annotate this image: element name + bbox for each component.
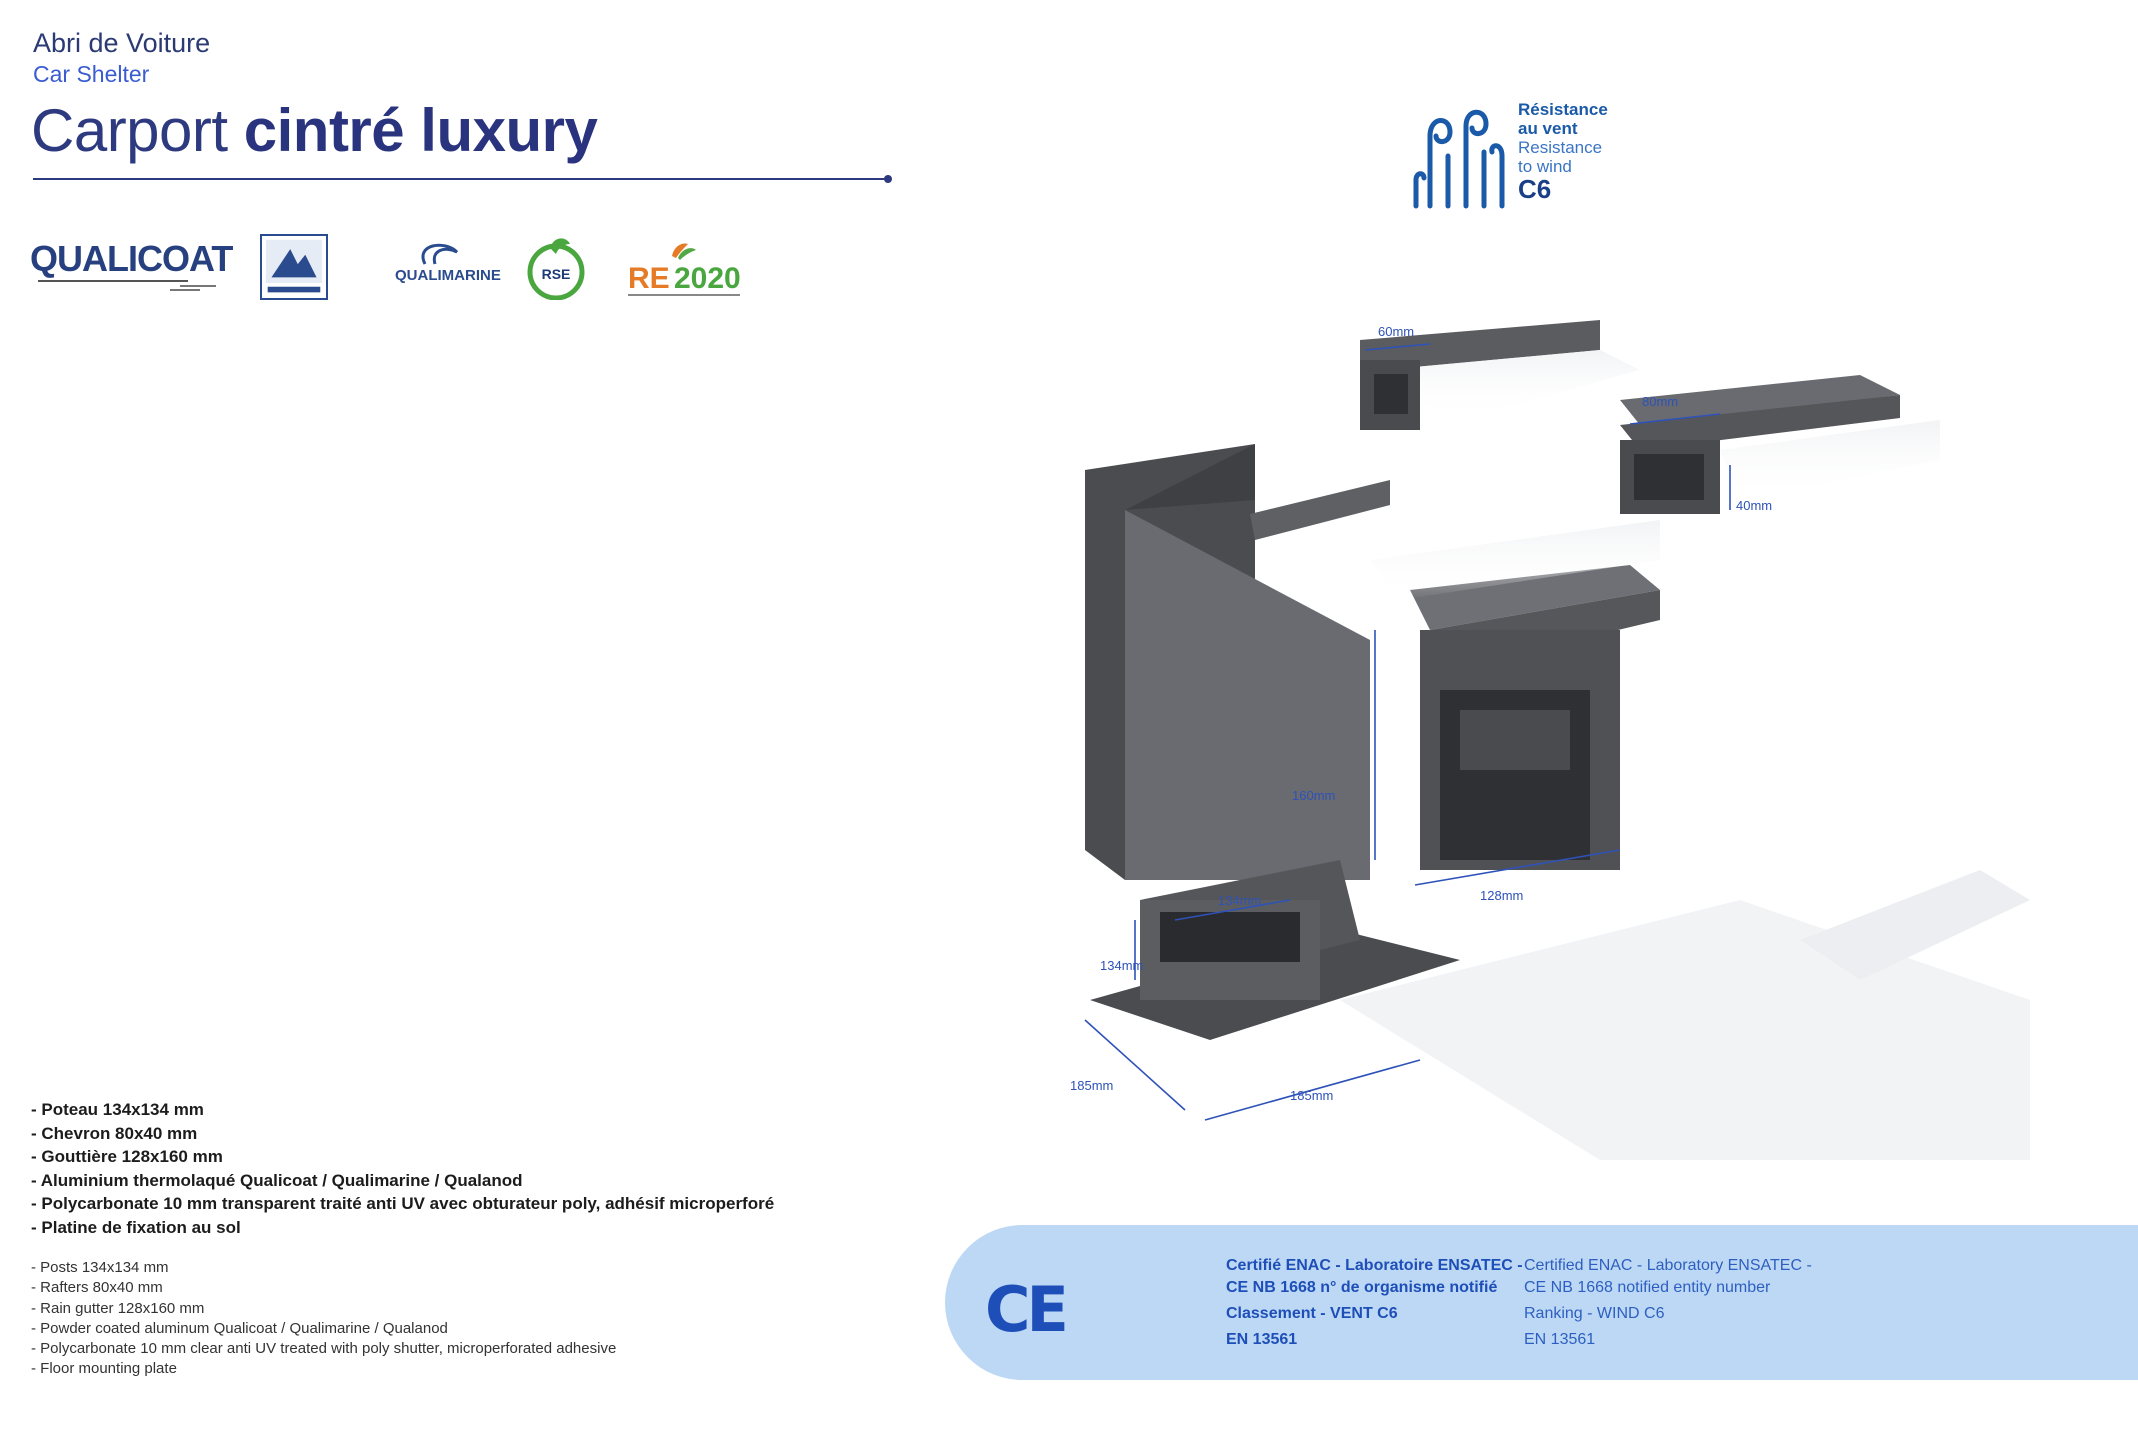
certification-logos: QUALICOAT QUALIMARINE RSE RE 2020: [30, 234, 750, 306]
wind-icon: [1413, 109, 1505, 209]
rse-logo-icon: RSE: [527, 238, 585, 300]
certification-english: Certified ENAC - Laboratory ENSATEC - CE…: [1524, 1255, 1812, 1351]
wind-class: C6: [1518, 174, 1552, 204]
wind-resistance-text: Résistance au vent Resistance to wind C6: [1518, 100, 1608, 204]
wind-line-4: to wind: [1518, 157, 1572, 176]
page-title: Carport cintré luxury: [31, 96, 598, 165]
spec-fr-item: - Chevron 80x40 mm: [31, 1123, 198, 1143]
dim-185mm-front: 185mm: [1290, 1088, 1333, 1103]
wind-line-1: Résistance: [1518, 100, 1608, 119]
svg-text:QUALIMARINE: QUALIMARINE: [395, 267, 501, 284]
svg-text:RSE: RSE: [542, 266, 571, 282]
qualanod-logo-icon: [260, 234, 328, 300]
title-divider-dot: [884, 175, 892, 183]
rafter-small: [1360, 320, 1640, 430]
cert-en-line: CE NB 1668 notified entity number: [1524, 1279, 1771, 1296]
svg-text:2020: 2020: [674, 262, 741, 295]
dim-60mm: 60mm: [1378, 324, 1414, 339]
product-render-illustration: 60mm 80mm 40mm 160mm 128mm 134mm 134mm 1…: [1070, 320, 2030, 1160]
spec-en-item: - Posts 134x134 mm: [31, 1259, 169, 1276]
spec-en-item: - Powder coated aluminum Qualicoat / Qua…: [31, 1319, 448, 1337]
spec-fr-item: - Polycarbonate 10 mm transparent traité…: [31, 1194, 775, 1214]
title-bold: cintré luxury: [243, 97, 598, 164]
dim-134mm-side: 134mm: [1100, 958, 1143, 973]
dim-80mm: 80mm: [1642, 394, 1678, 409]
cert-fr-line: EN 13561: [1226, 1331, 1298, 1348]
qualicoat-logo: QUALICOAT: [30, 238, 233, 279]
spec-en-item: - Rafters 80x40 mm: [31, 1279, 163, 1297]
wind-line-3: Resistance: [1518, 138, 1603, 157]
qualicoat-tagline-icon: [38, 280, 216, 291]
rafter-80: [1620, 375, 1940, 514]
post-and-gutter: [1085, 444, 1660, 880]
ce-certification-bar: CE Certifié ENAC - Laboratoire ENSATEC -…: [945, 1225, 2138, 1380]
dim-134mm-top: 134mm: [1218, 893, 1261, 908]
ce-mark: CE: [985, 1273, 1069, 1346]
dim-40mm: 40mm: [1736, 498, 1772, 513]
certification-french: Certifié ENAC - Laboratoire ENSATEC - CE…: [1226, 1255, 1523, 1351]
spec-en-item: - Rain gutter 128x160 mm: [31, 1299, 205, 1317]
spec-en-item: - Polycarbonate 10 mm clear anti UV trea…: [31, 1340, 617, 1358]
spec-fr-item: - Poteau 134x134 mm: [31, 1100, 204, 1119]
dim-160mm: 160mm: [1292, 788, 1335, 803]
title-divider: [33, 178, 890, 180]
title-light: Carport: [31, 97, 228, 164]
svg-text:RE: RE: [628, 262, 670, 295]
wind-line-2: au vent: [1518, 119, 1578, 138]
spec-fr-item: - Gouttière 128x160 mm: [31, 1147, 223, 1167]
dim-128mm: 128mm: [1480, 888, 1523, 903]
cert-en-line: Ranking - WIND C6: [1524, 1305, 1665, 1322]
specifications-english: - Posts 134x134 mm - Rafters 80x40 mm - …: [31, 1258, 616, 1380]
re2020-logo-icon: RE 2020: [628, 243, 741, 296]
wind-resistance-badge: Résistance au vent Resistance to wind C6: [1410, 96, 1630, 226]
cert-fr-line: Certifié ENAC - Laboratoire ENSATEC -: [1226, 1257, 1523, 1274]
spec-fr-item: - Aluminium thermolaqué Qualicoat / Qual…: [31, 1170, 523, 1190]
cert-en-line: Certified ENAC - Laboratory ENSATEC -: [1524, 1257, 1812, 1274]
qualimarine-logo-icon: QUALIMARINE: [395, 243, 501, 284]
specifications-french: - Poteau 134x134 mm - Chevron 80x40 mm -…: [31, 1098, 774, 1240]
base-plate: [1090, 860, 1460, 1040]
cert-fr-line: Classement - VENT C6: [1226, 1305, 1398, 1322]
dim-185mm-side: 185mm: [1070, 1078, 1113, 1093]
cert-en-line: EN 13561: [1524, 1331, 1596, 1348]
subtitle-english: Car Shelter: [33, 61, 150, 87]
subtitle-french: Abri de Voiture: [33, 28, 211, 58]
spec-en-item: - Floor mounting plate: [31, 1360, 177, 1378]
cert-fr-line: CE NB 1668 n° de organisme notifié: [1226, 1279, 1498, 1296]
spec-fr-item: - Platine de fixation au sol: [31, 1217, 241, 1237]
